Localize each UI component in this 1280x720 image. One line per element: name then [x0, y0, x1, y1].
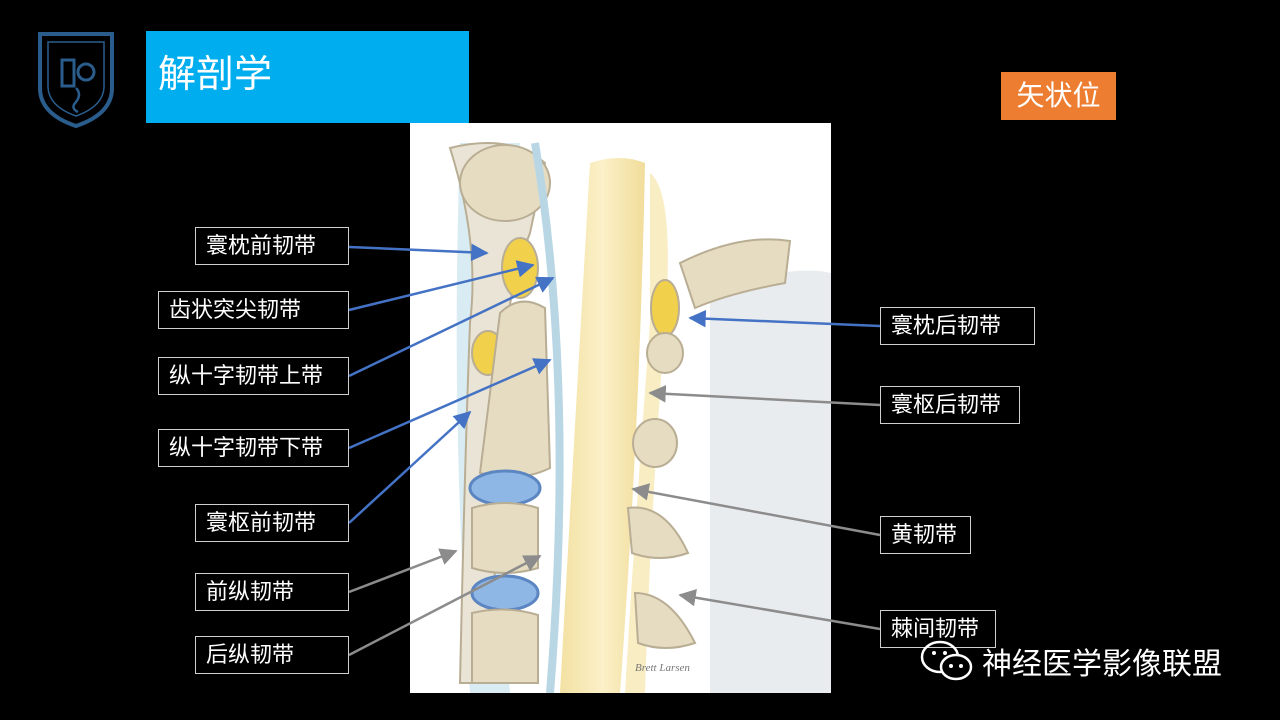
spine-illustration: Brett Larsen: [448, 142, 831, 694]
watermark: 神经医学影像联盟: [920, 636, 1222, 686]
artist-signature: Brett Larsen: [635, 662, 690, 674]
watermark-text: 神经医学影像联盟: [982, 647, 1222, 682]
label-cruciate-inferior: 纵十字韧带下带: [158, 429, 349, 467]
page-title: 解剖学: [158, 52, 273, 96]
view-badge: 矢状位: [1001, 72, 1116, 120]
label-anterior-atlanto-occipital: 寰枕前韧带: [195, 227, 349, 265]
title-banner: [146, 31, 469, 123]
anatomy-figure: Brett Larsen: [410, 123, 831, 694]
label-posterior-atlanto-occipital: 寰枕后韧带: [880, 307, 1035, 345]
hospital-logo-icon: [38, 32, 114, 128]
label-ligamentum-flavum: 黄韧带: [880, 516, 971, 554]
wechat-icon: [920, 640, 973, 681]
label-posterior-atlanto-axial: 寰枢后韧带: [880, 386, 1020, 424]
label-interspinous: 棘间韧带: [880, 610, 996, 648]
label-anterior-longitudinal: 前纵韧带: [195, 573, 349, 611]
label-cruciate-superior: 纵十字韧带上带: [158, 357, 349, 395]
label-anterior-atlanto-axial: 寰枢前韧带: [195, 504, 349, 542]
label-apical-ligament: 齿状突尖韧带: [158, 291, 349, 329]
label-posterior-longitudinal: 后纵韧带: [195, 636, 349, 674]
